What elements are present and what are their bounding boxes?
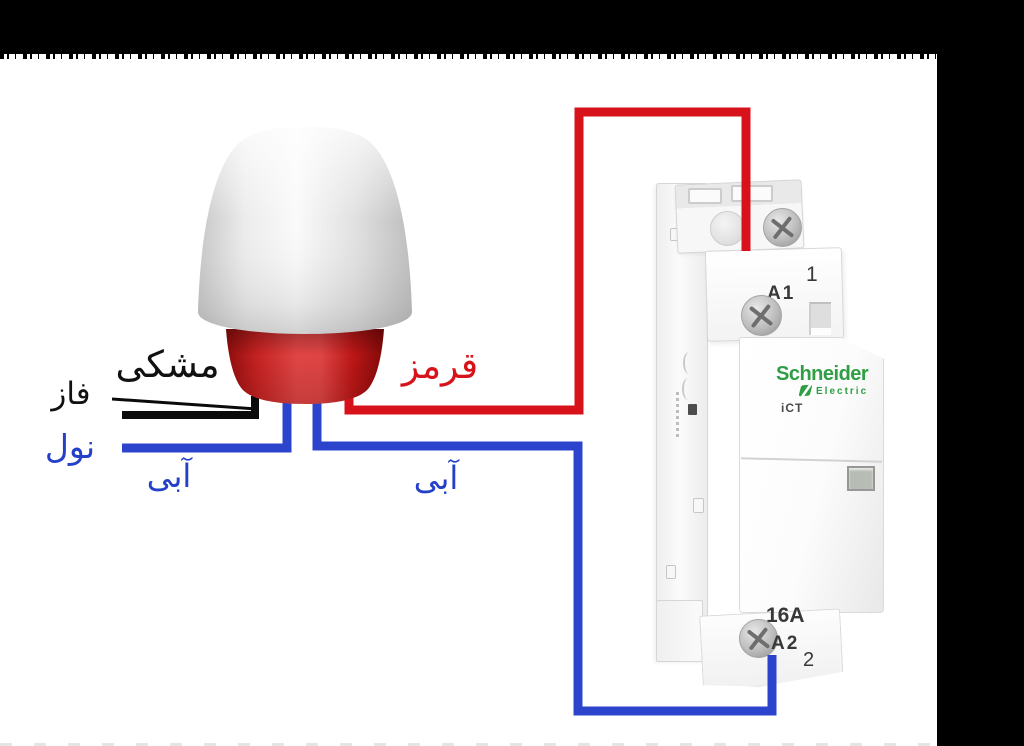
label-blue-right: آبی	[413, 459, 459, 497]
sensor-dome	[198, 127, 412, 334]
rating-label: 16A	[766, 604, 805, 627]
top-black-band	[0, 0, 1024, 54]
black-wire	[122, 396, 259, 419]
schneider-logo: Schneider	[776, 363, 869, 385]
terminal-notch	[809, 302, 831, 335]
top-screw-icon	[763, 208, 802, 247]
schneider-electric-label: Electric	[816, 386, 869, 397]
pole-2-label: 2	[803, 649, 815, 671]
label-phase: فاز	[51, 376, 91, 412]
black-wire-leader	[111, 397, 258, 411]
rail-micro-text	[676, 392, 679, 438]
terminal-slot	[688, 188, 722, 204]
label-red-wire: قرمز	[401, 346, 479, 387]
blue-wire-left	[122, 395, 292, 453]
rail-arc-mark	[682, 378, 694, 400]
a1-screw-icon	[741, 295, 782, 336]
top-band-ragged-edge	[0, 54, 1024, 59]
right-black-column	[937, 0, 1024, 746]
terminal-a2-label: A2	[771, 633, 800, 654]
rail-detail-mark	[666, 565, 676, 579]
bottom-ragged-edge	[0, 743, 937, 746]
rail-arc-mark	[683, 352, 695, 374]
sensor-base-shading	[226, 329, 384, 404]
label-black-wire: مشکی	[115, 343, 220, 386]
din-rail-panel	[656, 183, 708, 661]
rail-clip-mark	[688, 404, 697, 415]
photocell-window-knob	[710, 211, 745, 246]
rail-detail-mark	[693, 498, 704, 513]
sensor-dome-shading	[198, 127, 412, 334]
sensor-base	[226, 329, 384, 404]
label-blue-left: آبی	[146, 457, 192, 495]
label-neutral: نول	[44, 427, 96, 466]
pole-1-label: 1	[806, 263, 818, 286]
terminal-slot	[731, 185, 773, 202]
indicator-window	[847, 466, 875, 491]
model-label: iCT	[781, 401, 804, 415]
din-rail-foot	[656, 600, 703, 662]
